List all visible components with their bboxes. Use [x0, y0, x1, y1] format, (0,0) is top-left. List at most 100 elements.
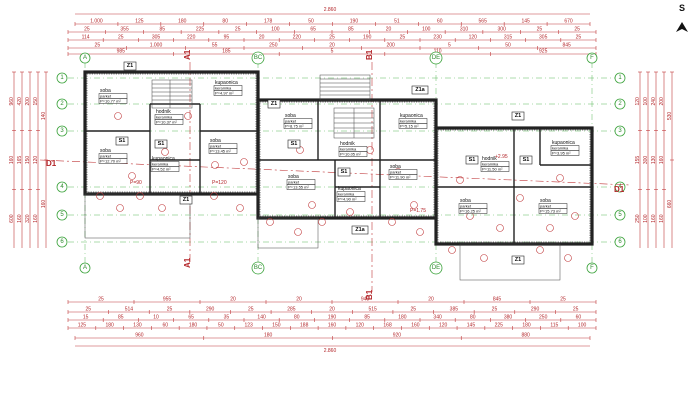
room-area: P=13.45 m²	[210, 148, 231, 153]
room-name: soba	[460, 198, 471, 204]
svg-text:BC: BC	[254, 55, 263, 61]
room-material: parket	[540, 203, 552, 208]
grid-col-f-bot: F	[586, 262, 598, 274]
top-dim-label: 100	[422, 27, 431, 33]
grid-bubbles: A BC DE F A BC DE F 1 2 3 4 5 6 1 2 3 4 …	[56, 51, 626, 275]
label-z1-a: Z1	[123, 61, 137, 71]
bottom-dim-label: 100	[578, 323, 587, 329]
grid-row-2-right: 2	[614, 98, 626, 110]
room-name: soba	[210, 138, 221, 144]
fixture-marker	[556, 174, 564, 182]
room-area: P=13.55 m²	[288, 184, 309, 189]
svg-text:A: A	[83, 55, 87, 61]
section-a1-bottom: A1	[183, 257, 192, 268]
top-dim-label: 120	[469, 35, 478, 41]
right-dimension-chains: 1201552501003001002401301602001601605306…	[635, 71, 674, 248]
top-dim-label: 185	[222, 49, 231, 55]
fixture-marker	[564, 254, 572, 262]
bottom-dim-label: 20	[296, 297, 302, 303]
svg-text:Z1: Z1	[183, 197, 189, 203]
grid-row-1-left: 1	[56, 72, 68, 84]
right-dim-label: 300	[643, 156, 649, 165]
svg-text:S1: S1	[119, 138, 126, 144]
bottom-dim-label: 880	[521, 333, 530, 339]
top-dim-label: 565	[479, 19, 488, 25]
room-area: P=4.90 m²	[338, 196, 357, 201]
north-label: S	[679, 3, 685, 13]
room-name: soba	[100, 88, 111, 94]
top-dim-label: 125	[135, 19, 144, 25]
bottom-dim-label: 25	[492, 307, 498, 313]
left-dim-label: 160	[41, 200, 47, 209]
room-material: parket	[285, 118, 297, 123]
room-area: P=4.52 m²	[152, 166, 171, 171]
svg-text:DE: DE	[432, 265, 440, 271]
bottom-dim-label: 25	[560, 297, 566, 303]
room-material: parket	[100, 93, 112, 98]
north-arrow-icon: S	[676, 3, 688, 32]
label-s1-b: S1	[154, 139, 168, 149]
fixture-marker	[571, 212, 579, 220]
left-dimension-chains: 9601606004201651602001503201501201601401…	[9, 71, 48, 248]
svg-text:4: 4	[60, 184, 64, 190]
grid-col-de-bot: DE	[429, 261, 443, 275]
level-mark: +2.95	[495, 154, 508, 160]
room-name: soba	[390, 164, 401, 170]
left-dim-label: 165	[17, 156, 23, 165]
top-dim-label: 845	[562, 43, 571, 49]
top-dim-label: 1.000	[90, 19, 103, 25]
bottom-dim-label: 168	[383, 323, 392, 329]
top-dim-label: 65	[310, 27, 316, 33]
svg-text:5: 5	[618, 212, 622, 218]
left-dim-label: 320	[25, 214, 31, 223]
top-dim-label: 25	[235, 27, 241, 33]
svg-text:5: 5	[60, 212, 64, 218]
fixture-marker	[516, 194, 524, 202]
room-name: hodnik	[156, 109, 171, 115]
room-area: P=8.75 m²	[285, 123, 304, 128]
right-dim-label: 100	[643, 214, 649, 223]
bottom-dim-label: 140	[257, 315, 266, 321]
fixture-marker	[96, 192, 104, 200]
top-dim-label: 20	[386, 27, 392, 33]
room-name: kupaonica	[338, 186, 361, 192]
room-material: keramika	[215, 85, 232, 90]
top-dim-label: 355	[120, 27, 129, 33]
fixture-marker	[116, 204, 124, 212]
top-dim-label: 315	[504, 35, 513, 41]
fixture-marker	[456, 176, 464, 184]
bottom-dim-label: 920	[393, 333, 402, 339]
right-dim-label: 160	[651, 214, 657, 223]
top-dim-label: 25	[84, 27, 90, 33]
room-area: P=3.95 m²	[552, 150, 571, 155]
fixture-marker	[536, 246, 544, 254]
room-material: parket	[288, 179, 300, 184]
top-dim-label: 51	[394, 19, 400, 25]
grid-col-a-top: A	[79, 52, 91, 64]
top-dim-label: 225	[196, 27, 205, 33]
fixture-marker	[158, 204, 166, 212]
top-dim-label: 25	[400, 35, 406, 41]
grid-col-f-top: F	[586, 52, 598, 64]
fixture-marker	[388, 218, 396, 226]
right-dim-label: 100	[643, 97, 649, 106]
left-dim-label: 200	[25, 97, 31, 106]
label-z1a-a: Z1a	[411, 85, 429, 95]
bottom-dim-label: 290	[531, 307, 540, 313]
top-dim-label: 200	[386, 43, 395, 49]
bottom-dim-label: 20	[329, 307, 335, 313]
top-dim-label: 80	[222, 19, 228, 25]
fixture-marker	[448, 246, 456, 254]
bottom-dim-label: 120	[356, 323, 365, 329]
fixture-marker	[346, 208, 354, 216]
bottom-dim-label: 60	[576, 315, 582, 321]
top-dim-label: 220	[293, 35, 302, 41]
bottom-dim-label: 60	[162, 323, 168, 329]
room-material: keramika	[152, 161, 169, 166]
top-dim-label: 114	[82, 35, 90, 41]
